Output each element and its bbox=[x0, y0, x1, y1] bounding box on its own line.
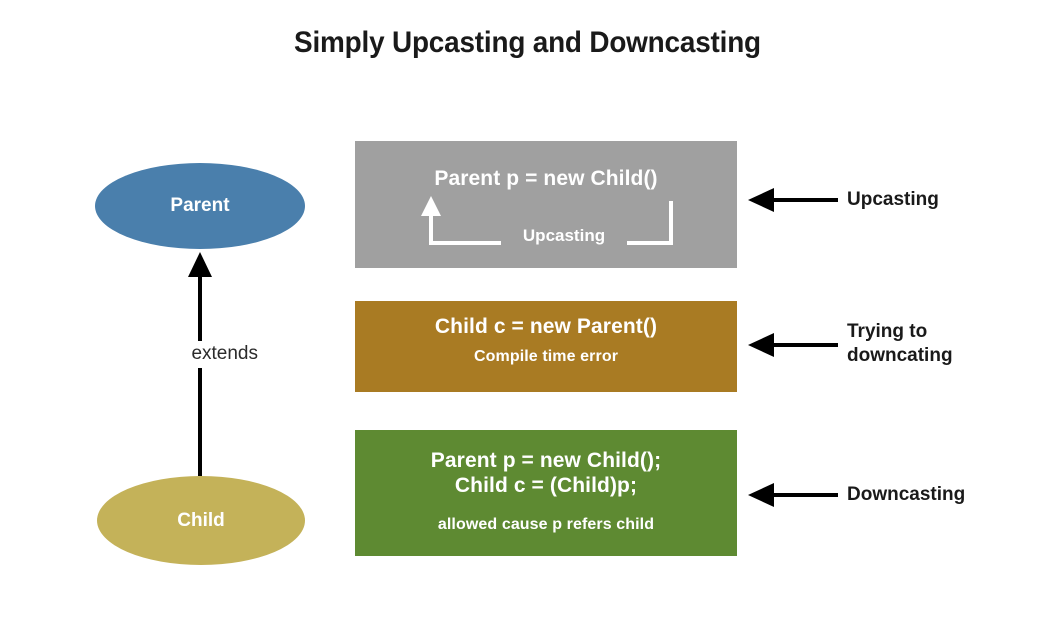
upcasting-bracket-left-bar bbox=[429, 241, 501, 245]
downcasting-code-line-2: Child c = (Child)p; bbox=[454, 473, 638, 497]
arrow-shaft bbox=[770, 198, 838, 202]
upcasting-callout-arrow-icon bbox=[748, 188, 838, 212]
child-class-node: Child bbox=[97, 476, 305, 565]
downcasting-code-group: Parent p = new Child(); Child c = (Child… bbox=[355, 449, 737, 499]
upcasting-bracket-right-riser bbox=[669, 201, 673, 245]
downcasting-code-box: Parent p = new Child(); Child c = (Child… bbox=[355, 430, 737, 556]
upcasting-bracket-arrowhead-icon bbox=[421, 196, 441, 216]
parent-class-label: Parent bbox=[170, 195, 230, 216]
upcasting-code-text: Parent p = new Child() bbox=[434, 167, 658, 190]
downcasting-note: allowed cause p refers child bbox=[437, 516, 655, 533]
trying-to-downcating-callout-arrow-icon bbox=[748, 333, 838, 357]
extends-label: extends bbox=[140, 341, 264, 368]
page-title: Simply Upcasting and Downcasting bbox=[294, 26, 761, 59]
arrow-shaft bbox=[770, 343, 838, 347]
failed-downcast-code-text: Child c = new Parent() bbox=[434, 315, 658, 338]
child-class-label: Child bbox=[177, 509, 225, 531]
downcasting-callout-label: Downcasting bbox=[847, 484, 966, 505]
upcasting-bracket-right-bar bbox=[627, 241, 673, 245]
upcasting-callout-label: Upcasting bbox=[847, 189, 939, 210]
upcasting-bracket-left-riser bbox=[429, 213, 433, 245]
failed-downcast-code-box: Child c = new Parent() Compile time erro… bbox=[355, 301, 737, 392]
arrowhead-left-icon bbox=[748, 483, 774, 507]
arrow-shaft bbox=[770, 493, 838, 497]
arrowhead-left-icon bbox=[748, 333, 774, 357]
failed-downcast-note: Compile time error bbox=[473, 348, 619, 365]
downcasting-code-line-1: Parent p = new Child(); bbox=[430, 449, 662, 472]
downcasting-callout-arrow-icon bbox=[748, 483, 838, 507]
extends-arrow-shaft bbox=[198, 272, 202, 476]
trying-to-downcating-callout-label: Trying to downcating bbox=[847, 321, 953, 367]
upcasting-code-box: Parent p = new Child() Upcasting bbox=[355, 141, 737, 268]
parent-class-node: Parent bbox=[95, 163, 305, 249]
upcasting-bracket-label: Upcasting bbox=[522, 226, 606, 245]
arrowhead-left-icon bbox=[748, 188, 774, 212]
